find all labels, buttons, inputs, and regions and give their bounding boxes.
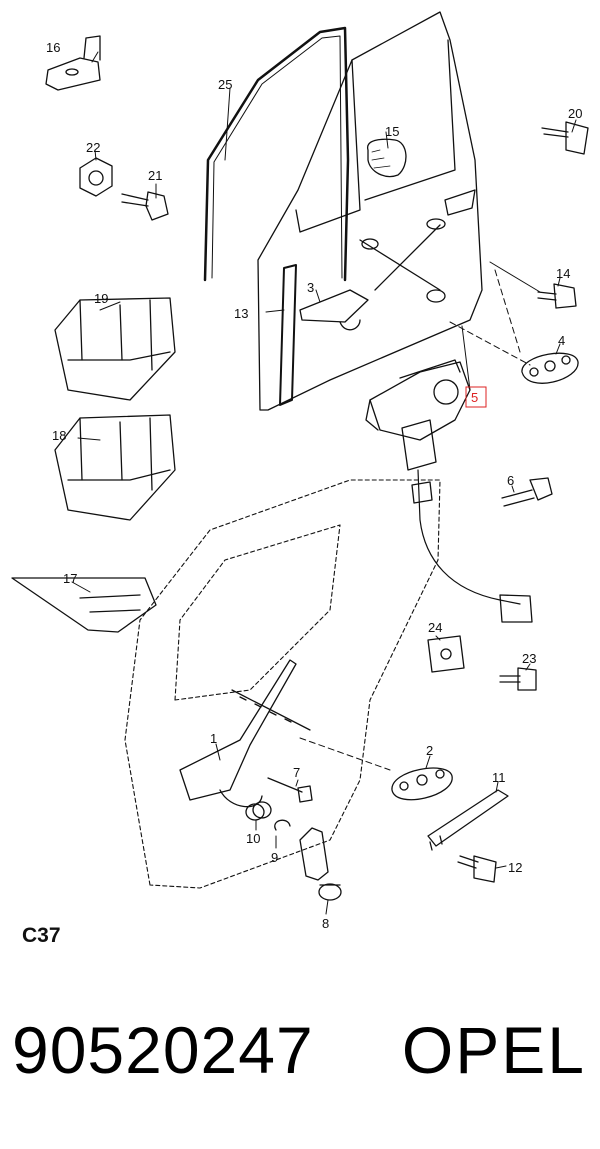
callout-11: 11 — [492, 770, 506, 785]
part-16-clip — [45, 35, 101, 91]
callout-25: 25 — [218, 77, 232, 92]
callout-7: 7 — [293, 765, 300, 780]
callout-21: 21 — [148, 168, 162, 183]
callout-14: 14 — [556, 266, 570, 281]
callout-2: 2 — [426, 743, 433, 758]
part-7-pin — [267, 777, 313, 803]
part-10-bush — [245, 801, 272, 821]
part-12-bolt — [457, 855, 497, 883]
part-23-bolt — [499, 667, 537, 691]
part-8-handle — [299, 827, 342, 901]
callout-20: 20 — [568, 106, 582, 121]
part-11-strip — [427, 789, 509, 851]
lower-door-outline — [124, 479, 441, 889]
window-seal — [203, 26, 350, 282]
callout-labels: 16 22 21 25 15 20 14 3 13 19 4 5 18 6 17… — [46, 40, 582, 931]
window-regulator-upper — [299, 218, 446, 331]
guide-rail — [279, 264, 297, 406]
callout-24: 24 — [428, 620, 442, 635]
callout-10: 10 — [246, 831, 260, 846]
callout-1: 1 — [210, 731, 217, 746]
highlight-box — [465, 386, 487, 408]
callout-6: 6 — [507, 473, 514, 488]
callout-19: 19 — [94, 291, 108, 306]
part-4-plate — [521, 352, 579, 384]
leader-lines — [71, 51, 577, 915]
upper-door-frame — [257, 11, 483, 411]
part-number: 90520247 — [12, 1013, 314, 1087]
callout-8: 8 — [322, 916, 329, 931]
part-2-plate — [391, 767, 453, 801]
part-9-clip — [274, 819, 291, 831]
callout-22: 22 — [86, 140, 100, 155]
part-14-bolt — [537, 283, 577, 309]
callout-12: 12 — [508, 860, 522, 875]
part-5-window-motor — [365, 359, 471, 471]
callout-17: 17 — [63, 571, 77, 586]
part-21-bolt — [121, 191, 169, 221]
part-6-screw — [501, 477, 553, 507]
callout-9: 9 — [271, 850, 278, 865]
callout-3: 3 — [307, 280, 314, 295]
section-code: C37 — [22, 924, 61, 947]
callout-18: 18 — [52, 428, 66, 443]
callout-5: 5 — [471, 390, 478, 405]
brand-name: OPEL — [401, 1013, 586, 1087]
part-19-bracket — [54, 297, 176, 401]
part-15-bumper — [367, 138, 407, 178]
callout-16: 16 — [46, 40, 60, 55]
wiring-harness — [417, 469, 521, 605]
part-24-nut — [427, 635, 465, 673]
callout-4: 4 — [558, 333, 565, 348]
part-22-nut — [79, 157, 113, 197]
callout-13: 13 — [234, 306, 248, 321]
part-20-screw — [541, 121, 589, 155]
part-18-bracket — [54, 414, 176, 521]
exploded-parts-diagram: 16 22 21 25 15 20 14 3 13 19 4 5 18 6 17… — [11, 11, 589, 931]
callout-23: 23 — [522, 651, 536, 666]
part-1-regulator — [179, 659, 311, 808]
callout-15: 15 — [385, 124, 399, 139]
part-17-trim — [11, 577, 157, 633]
footer: 90520247 OPEL — [0, 1012, 600, 1102]
